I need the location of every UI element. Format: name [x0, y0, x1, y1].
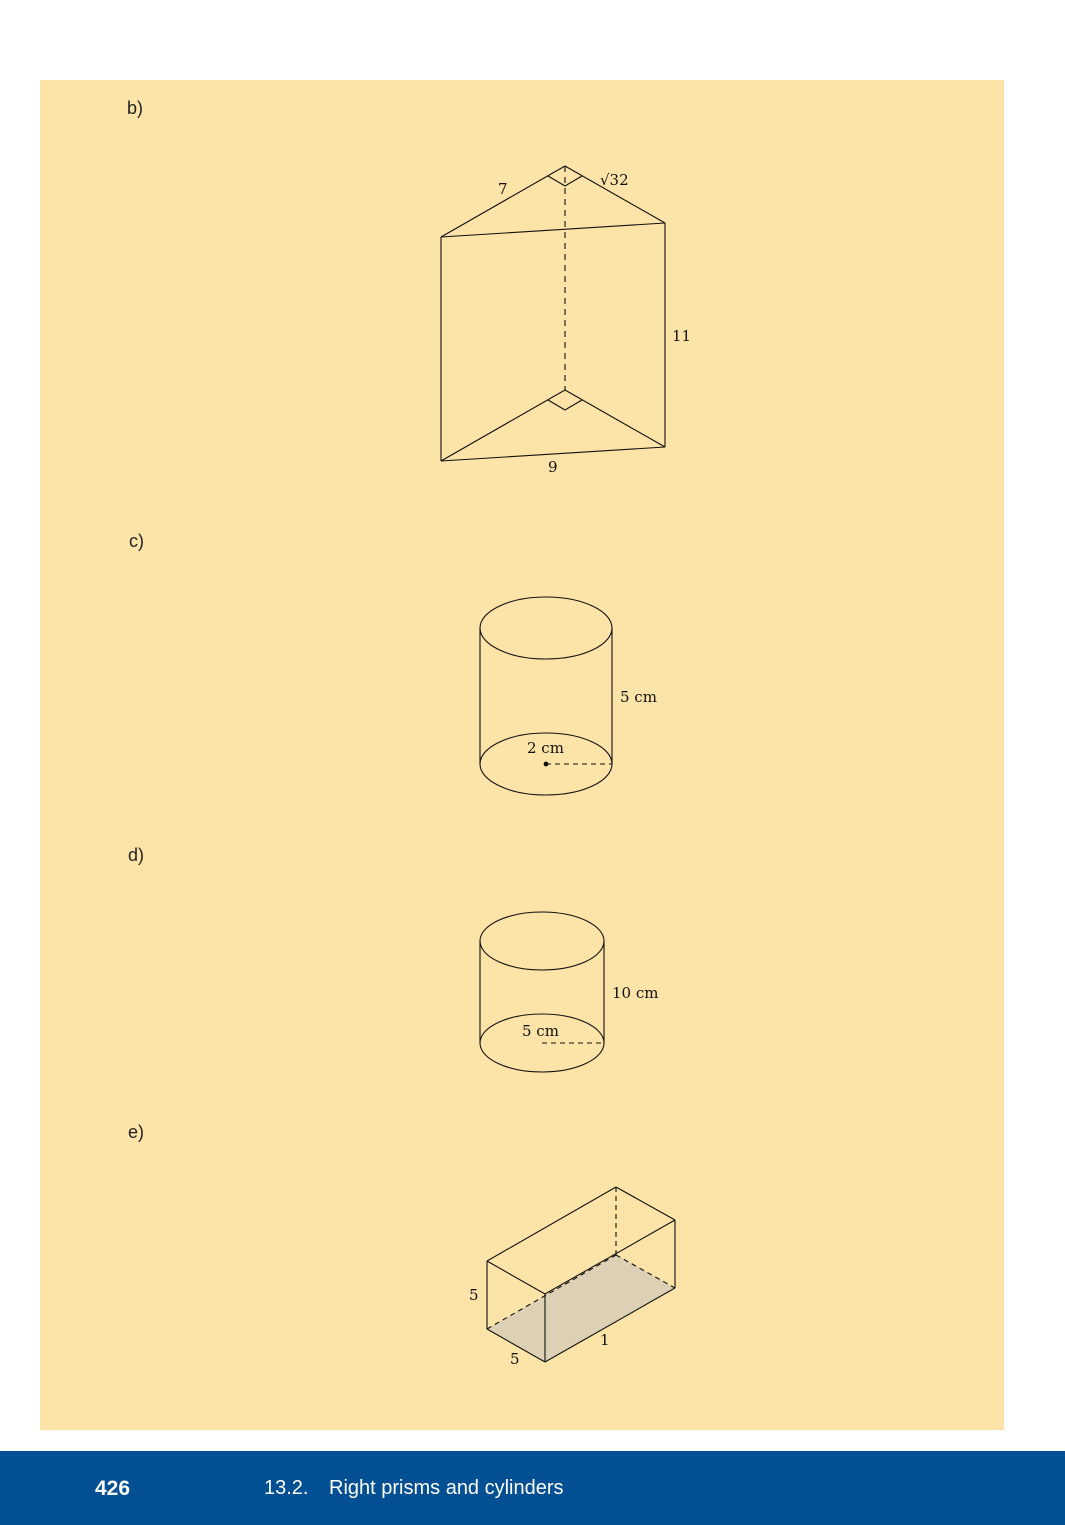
- box-top-front-left-edge: [486, 1260, 546, 1295]
- prism-slant-left-label: 7: [498, 180, 508, 198]
- box-bottom-front-left-edge: [486, 1328, 546, 1363]
- cylinder-c-height-label: 5 cm: [620, 688, 657, 706]
- part-e-label: e): [128, 1122, 145, 1142]
- exercise-panel: [40, 80, 1004, 1430]
- box-height-label: 5: [469, 1286, 479, 1304]
- prism-bottom-right-angle-marker: [547, 399, 583, 411]
- prism-top-left-edge: [440, 165, 566, 238]
- prism-top-right-edge: [564, 165, 666, 224]
- part-d-label: d): [128, 845, 145, 865]
- prism-bottom-right-edge: [564, 389, 666, 448]
- box-hidden-bottom-right-edge: [615, 1254, 676, 1289]
- box-top-back-right-edge: [615, 1186, 676, 1221]
- prism-bottom-front-edge: [440, 446, 666, 462]
- prism-base-label: 9: [548, 458, 558, 476]
- part-b-label: b): [127, 98, 144, 118]
- box-hidden-bottom-left-edge: [486, 1254, 617, 1330]
- page-number: 426: [95, 1477, 131, 1500]
- cylinder-d-radius-label: 5 cm: [522, 1022, 559, 1040]
- part-c-label: c): [129, 531, 144, 551]
- box-bottom-front-right-edge: [544, 1287, 676, 1363]
- prism-top-right-angle-marker: [547, 175, 583, 187]
- section-number: 13.2.: [264, 1477, 309, 1499]
- prism-shaded-base-face: [487, 1255, 675, 1362]
- box-top-back-left-edge: [486, 1186, 617, 1262]
- box-top-front-right-edge: [544, 1219, 676, 1295]
- box-width-label: 5: [510, 1350, 520, 1368]
- cylinder-c-center-point: [543, 761, 549, 767]
- prism-height-label: 11: [672, 327, 691, 345]
- page-footer: 426 13.2. Right prisms and cylinders: [0, 1451, 1065, 1525]
- cylinder-c-radius-label: 2 cm: [527, 739, 564, 757]
- prism-top-front-edge: [440, 222, 666, 238]
- prism-slant-right-label: √32: [600, 171, 629, 189]
- box-length-label: 1: [600, 1331, 610, 1349]
- cylinder-d-height-label: 10 cm: [612, 984, 658, 1002]
- prism-bottom-left-edge: [440, 389, 566, 462]
- section-title: Right prisms and cylinders: [329, 1477, 564, 1499]
